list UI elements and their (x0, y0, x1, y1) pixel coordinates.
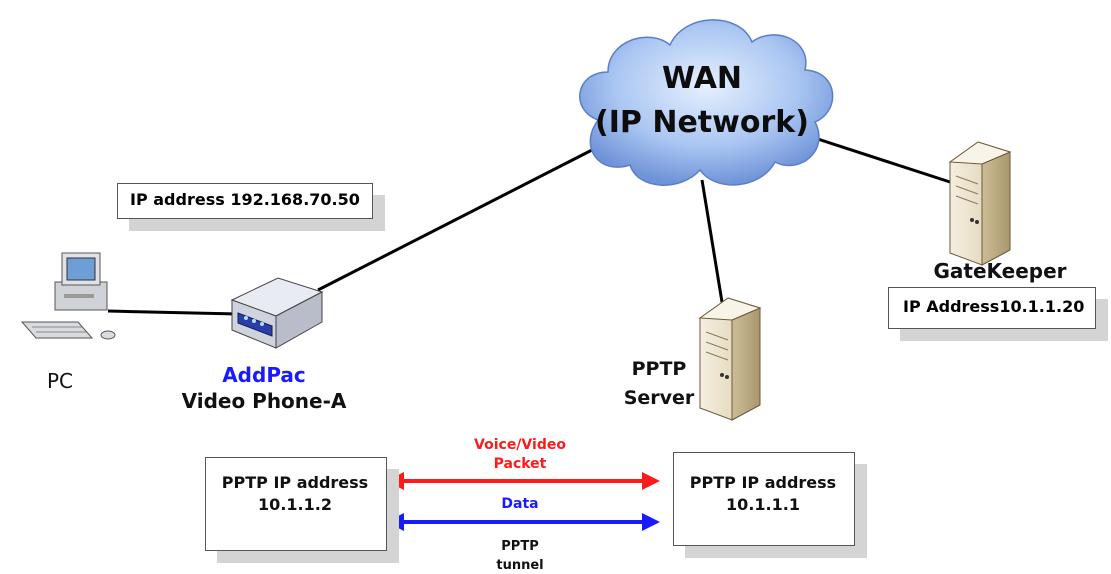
link-wan-pptp (700, 179, 724, 303)
wan-title: WAN (662, 61, 742, 96)
connection-lines (107, 128, 951, 316)
pptp-server-label-line1: PPTP (632, 358, 687, 380)
pptp-tunnel-label-line1: PPTP (501, 539, 538, 554)
video-phone-ip-box (117, 183, 373, 219)
pptp-left-title: PPTP IP address (221, 473, 369, 492)
pptp-right-title: PPTP IP address (689, 473, 837, 492)
packet-label: Packet (494, 456, 547, 472)
pc-label: PC (47, 369, 73, 393)
addpac-brand: AddPac (222, 363, 306, 387)
gatekeeper-server-icon (948, 141, 1012, 266)
wan-cloud-icon (579, 19, 834, 186)
gatekeeper-ip-text: IP Address10.1.1.20 (903, 297, 1085, 316)
pptp-right-ip: 10.1.1.1 (726, 495, 800, 514)
pptp-tunnel-label-line2: tunnel (496, 558, 543, 573)
video-phone-label: Video Phone-A (182, 389, 347, 413)
pptp-server-icon (698, 297, 762, 421)
pc-icon (20, 252, 116, 340)
gatekeeper-ip-box (888, 287, 1096, 329)
link-phone-wan (317, 148, 593, 292)
pptp-server-label-line2: Server (624, 387, 695, 409)
video-phone-icon (230, 277, 324, 349)
voice-video-label: Voice/Video (474, 437, 566, 453)
pptp-left-box (205, 457, 387, 551)
video-phone-ip-text: IP address 192.168.70.50 (130, 190, 360, 209)
pptp-right-box (673, 452, 855, 546)
wan-subtitle: (IP Network) (595, 105, 809, 140)
pptp-left-ip: 10.1.1.2 (258, 495, 332, 514)
link-pc-phone (107, 309, 239, 316)
data-arrow (386, 513, 660, 531)
data-label: Data (501, 496, 538, 512)
voice-video-arrow (386, 472, 660, 490)
gatekeeper-label: GateKeeper (933, 259, 1066, 283)
